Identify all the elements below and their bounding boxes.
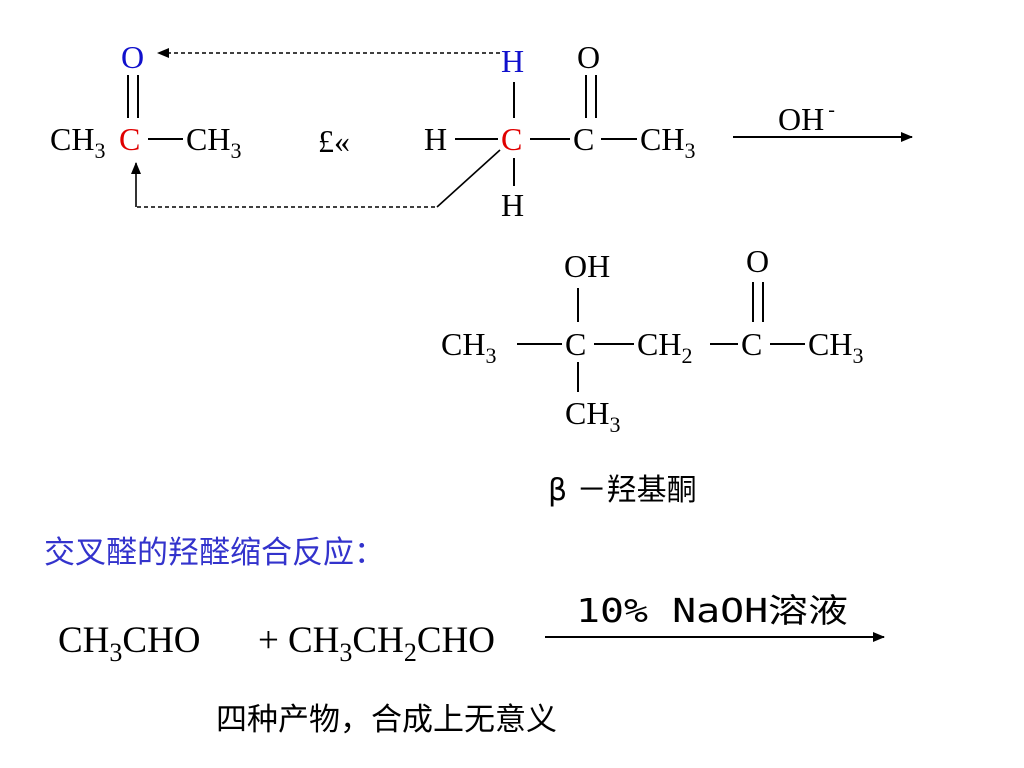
product-molecule: OH O CH3 C CH2 C CH3 CH3 bbox=[441, 243, 863, 437]
ch3-left-label: CH3 bbox=[50, 121, 105, 163]
plus-sign: + bbox=[258, 620, 279, 661]
condition-label: OH- bbox=[778, 99, 835, 137]
alpha-hydrogen-label: H bbox=[501, 43, 524, 79]
ch3-right-label: CH3 bbox=[186, 121, 241, 163]
carbonyl-carbon-label: C bbox=[573, 121, 594, 157]
hydroxyl-label: OH bbox=[564, 248, 610, 284]
acetone-alpha-molecule: H H C H C O CH3 bbox=[424, 39, 695, 223]
hydrogen-bottom-label: H bbox=[501, 187, 524, 223]
ch2-label: CH2 bbox=[637, 326, 692, 368]
condition-label: 10% NaOH溶液 bbox=[576, 591, 848, 630]
carbonyl-oxygen-label: O bbox=[577, 39, 600, 75]
product-name-label: β －羟基酮 bbox=[548, 473, 697, 508]
plus-symbol: £« bbox=[318, 123, 350, 159]
carbonyl-carbon-label: C bbox=[119, 121, 140, 157]
ch3-left-label: CH3 bbox=[441, 326, 496, 368]
alpha-carbon-label: C bbox=[501, 121, 522, 157]
central-carbon-label: C bbox=[565, 326, 586, 362]
dashed-path-line bbox=[436, 149, 501, 208]
ch3-bottom-label: CH3 bbox=[565, 395, 620, 437]
carbonyl-oxygen-label: O bbox=[121, 39, 144, 75]
reactant-acetaldehyde: CH3CHO bbox=[58, 620, 201, 667]
acetone-molecule: CH3 C O CH3 bbox=[50, 39, 241, 163]
conclusion-text: 四种产物，合成上无意义 bbox=[216, 702, 557, 738]
section-heading: 交叉醛的羟醛缩合反应： bbox=[44, 535, 385, 571]
hydrogen-left-label: H bbox=[424, 121, 447, 157]
ch3-right-label: CH3 bbox=[808, 326, 863, 368]
carbonyl-carbon-label: C bbox=[741, 326, 762, 362]
reactant-propanal: CH3CH2CHO bbox=[288, 620, 495, 667]
ch3-label: CH3 bbox=[640, 121, 695, 163]
carbonyl-oxygen-label: O bbox=[746, 243, 769, 279]
reaction2-equation: CH3CHO + CH3CH2CHO bbox=[58, 620, 495, 667]
